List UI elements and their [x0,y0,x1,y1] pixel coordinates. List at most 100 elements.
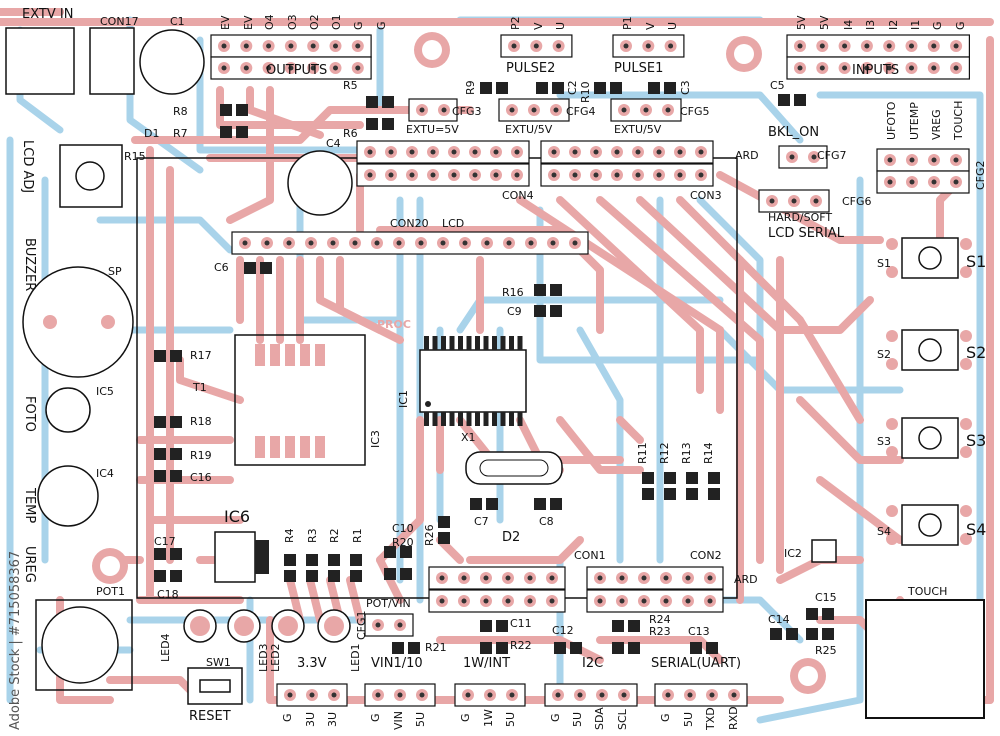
top-trace [796,396,904,464]
inputs-header-2-hole [797,65,803,71]
ic3-outline [234,334,366,466]
con1-header-2-hole [505,598,511,604]
label-r16: R16 [502,286,524,299]
ic1-body [419,349,527,413]
inputs-header-2-hole [864,65,870,71]
ic1-pin [458,336,463,350]
label-r26: R26 [423,524,436,546]
smd-component [550,305,562,317]
label-c12: C12 [552,624,574,637]
label-r5: R5 [343,79,358,92]
smd-component [154,470,166,482]
vin-header-hole [397,692,403,698]
led-pad [324,616,344,636]
push-button-pad [960,505,972,517]
label-s4-small: S4 [877,525,891,538]
label-serial-uart: SERIAL(UART) [651,656,742,671]
push-button-pad [886,418,898,430]
ic3-pad [255,344,265,366]
cfg4-header-hole [531,107,537,113]
cfg2-header-2-hole [909,179,915,185]
label-bottom-3v-2: 3U [326,711,339,727]
smd-component [170,570,182,582]
label-lcd-serial: LCD SERIAL [768,226,844,241]
label-v2: V [644,22,657,30]
label-1w-int: 1W/INT [463,656,511,671]
label-p2: P2 [509,16,522,30]
label-sp: SP [108,265,122,278]
ic3-pad [315,344,325,366]
cfg5-header-hole [665,107,671,113]
top-trace [246,86,324,139]
smd-resistor [664,472,676,484]
inputs-header-hole [797,43,803,49]
cfg2-header-2-hole [931,179,937,185]
inputs-header-hole [953,43,959,49]
smd-component [154,448,166,460]
label-led1: LED1 [349,643,362,672]
inputs-header-2-hole [909,65,914,71]
con4-header-2-hole [367,172,373,178]
cfg5-header-hole [643,107,649,113]
smd-resistor [708,488,720,500]
con4-header-hole [472,149,478,155]
smd-component [648,82,660,94]
led-pad [278,616,298,636]
smd-resistor [438,516,450,528]
lcd-header-hole [528,240,534,246]
label-r25: R25 [815,644,837,657]
lcd-header-hole [506,240,512,246]
label-touch-header: TOUCH [952,100,965,140]
smd-component [534,305,546,317]
con2-header-hole [619,575,625,581]
push-button-cap [918,426,942,450]
inputs-header-hole [819,43,825,49]
con4-header-2-hole [430,172,436,178]
label-extu5v-b: EXTU/5V [505,123,553,136]
lcd-header-hole [330,240,336,246]
smd-component [822,628,834,640]
smd-component [806,628,818,640]
smd-component [236,126,248,138]
1w-header-hole [465,692,471,698]
top-trace [556,416,644,474]
label-con20: CON20 [390,217,429,230]
lcd-header-hole [440,240,446,246]
smd-component [400,568,412,580]
cfg2-header-2-hole [953,179,959,185]
capacitor-c1 [139,29,205,95]
label-c4: C4 [326,137,341,150]
label-con3: CON3 [690,189,722,202]
smd-component [486,498,498,510]
label-ard1: ARD [735,149,759,162]
buzzer-sp [22,266,134,378]
ic1-pin [500,336,506,350]
label-r23: R23 [649,625,671,638]
top-trace [436,636,604,664]
extv-connector [5,27,75,95]
regulator-tab [255,540,269,574]
label-ureg: UREG [22,546,37,583]
con1-header-hole [549,575,555,581]
outputs-header-2-hole [221,65,227,71]
ic1-pin [432,336,438,350]
con3-header-2-hole [593,172,599,178]
label-r8: R8 [173,105,188,118]
ic1-pin [483,336,489,350]
top-copper-traces [0,8,994,704]
smd-component [612,620,624,632]
smd-component [384,568,396,580]
vin-header-hole [375,692,381,698]
mounting-hole-center [100,556,120,576]
label-reset: RESET [189,709,231,724]
1w-header-hole [509,692,515,698]
inputs-header-2-hole [842,65,848,71]
push-button-pad [886,238,898,250]
label-extu5v-a: EXTU=5V [406,123,459,136]
label-x1: X1 [461,431,476,444]
smd-resistor [328,570,340,582]
pulse2-header-hole [533,43,539,49]
cfg6-header-hole [791,198,797,204]
lcd-header-hole [396,240,402,246]
con4-header-hole [367,149,373,155]
